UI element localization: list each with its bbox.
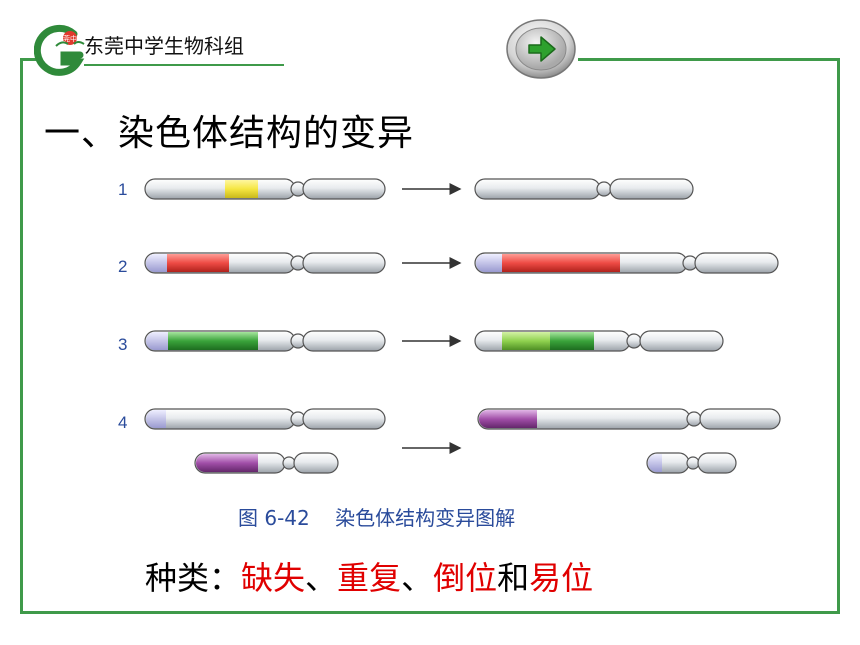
header-underline <box>84 64 284 66</box>
row-label-3: 3 <box>118 335 127 354</box>
types-and: 和 <box>497 559 530 597</box>
frame-left <box>20 58 23 614</box>
chromosome-4a-translocation <box>477 408 781 430</box>
chromosome-4a-original <box>144 408 386 430</box>
frame-bottom <box>20 611 840 614</box>
type-deletion: 缺失 <box>241 559 306 597</box>
types-separator-1: 、 <box>305 559 338 597</box>
frame-top-left <box>20 58 36 61</box>
chromosome-1-deletion <box>474 178 694 200</box>
variation-types: 种类：缺失、重复、倒位和易位 <box>145 553 593 599</box>
chromosome-1-original <box>144 178 386 200</box>
chromosome-3-inversion <box>474 330 724 352</box>
types-prefix: 种类： <box>145 559 242 597</box>
school-name: 东莞中学生物科组 <box>84 34 244 58</box>
row-label-2: 2 <box>118 257 127 276</box>
type-inversion: 倒位 <box>433 559 498 597</box>
chromosome-2-duplication <box>474 252 779 274</box>
chromosome-2-original <box>144 252 386 274</box>
frame-top-right <box>578 58 840 61</box>
chromosome-3-original <box>144 330 386 352</box>
next-slide-button[interactable] <box>505 18 577 80</box>
types-separator-2: 、 <box>401 559 434 597</box>
row-label-1: 1 <box>118 180 127 199</box>
row-label-4: 4 <box>118 413 127 432</box>
frame-right <box>837 58 840 614</box>
chromosome-variation-figure: 1 2 3 4 <box>118 178 781 530</box>
chromosome-4b-original <box>194 452 339 474</box>
type-translocation: 易位 <box>529 559 594 597</box>
logo-badge-text: 莞中 <box>63 34 77 43</box>
figure-caption: 图 6-42 染色体结构变异图解 <box>238 506 515 530</box>
chromosome-4b-translocation <box>646 452 737 474</box>
type-duplication: 重复 <box>337 559 402 597</box>
arrow-right-icon <box>528 36 556 62</box>
slide-title: 一、染色体结构的变异 <box>44 113 415 154</box>
school-logo: 莞中 <box>34 24 85 76</box>
